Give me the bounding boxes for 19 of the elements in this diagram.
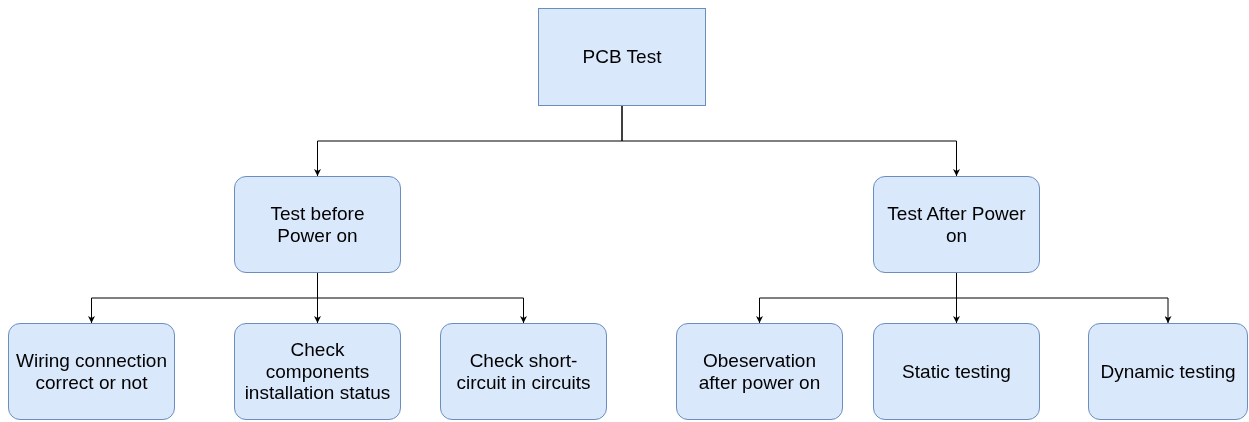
box-label: PCB Test <box>582 46 662 68</box>
process-box <box>1088 323 1248 420</box>
box-label: Test before Power on <box>269 202 366 247</box>
process-box <box>873 176 1040 273</box>
process-box <box>440 323 607 420</box>
box-label: Check short-circuit in circuits <box>455 349 592 394</box>
box-label: Dynamic testing <box>1100 360 1236 383</box>
process-box <box>873 323 1040 420</box>
process-box <box>234 323 401 420</box>
arrow <box>621 105 960 177</box>
box-label: Static testing <box>902 360 1011 383</box>
process-box <box>8 323 175 420</box>
box-label: Test After Power on <box>886 202 1027 247</box>
process-box <box>676 323 843 420</box>
box-label: Check components installation status <box>243 338 392 405</box>
box-label: Wiring connection correct or not <box>15 349 168 394</box>
box-label: Obeservation after power on <box>697 349 822 394</box>
process-box <box>538 8 706 106</box>
process-box <box>234 176 401 273</box>
